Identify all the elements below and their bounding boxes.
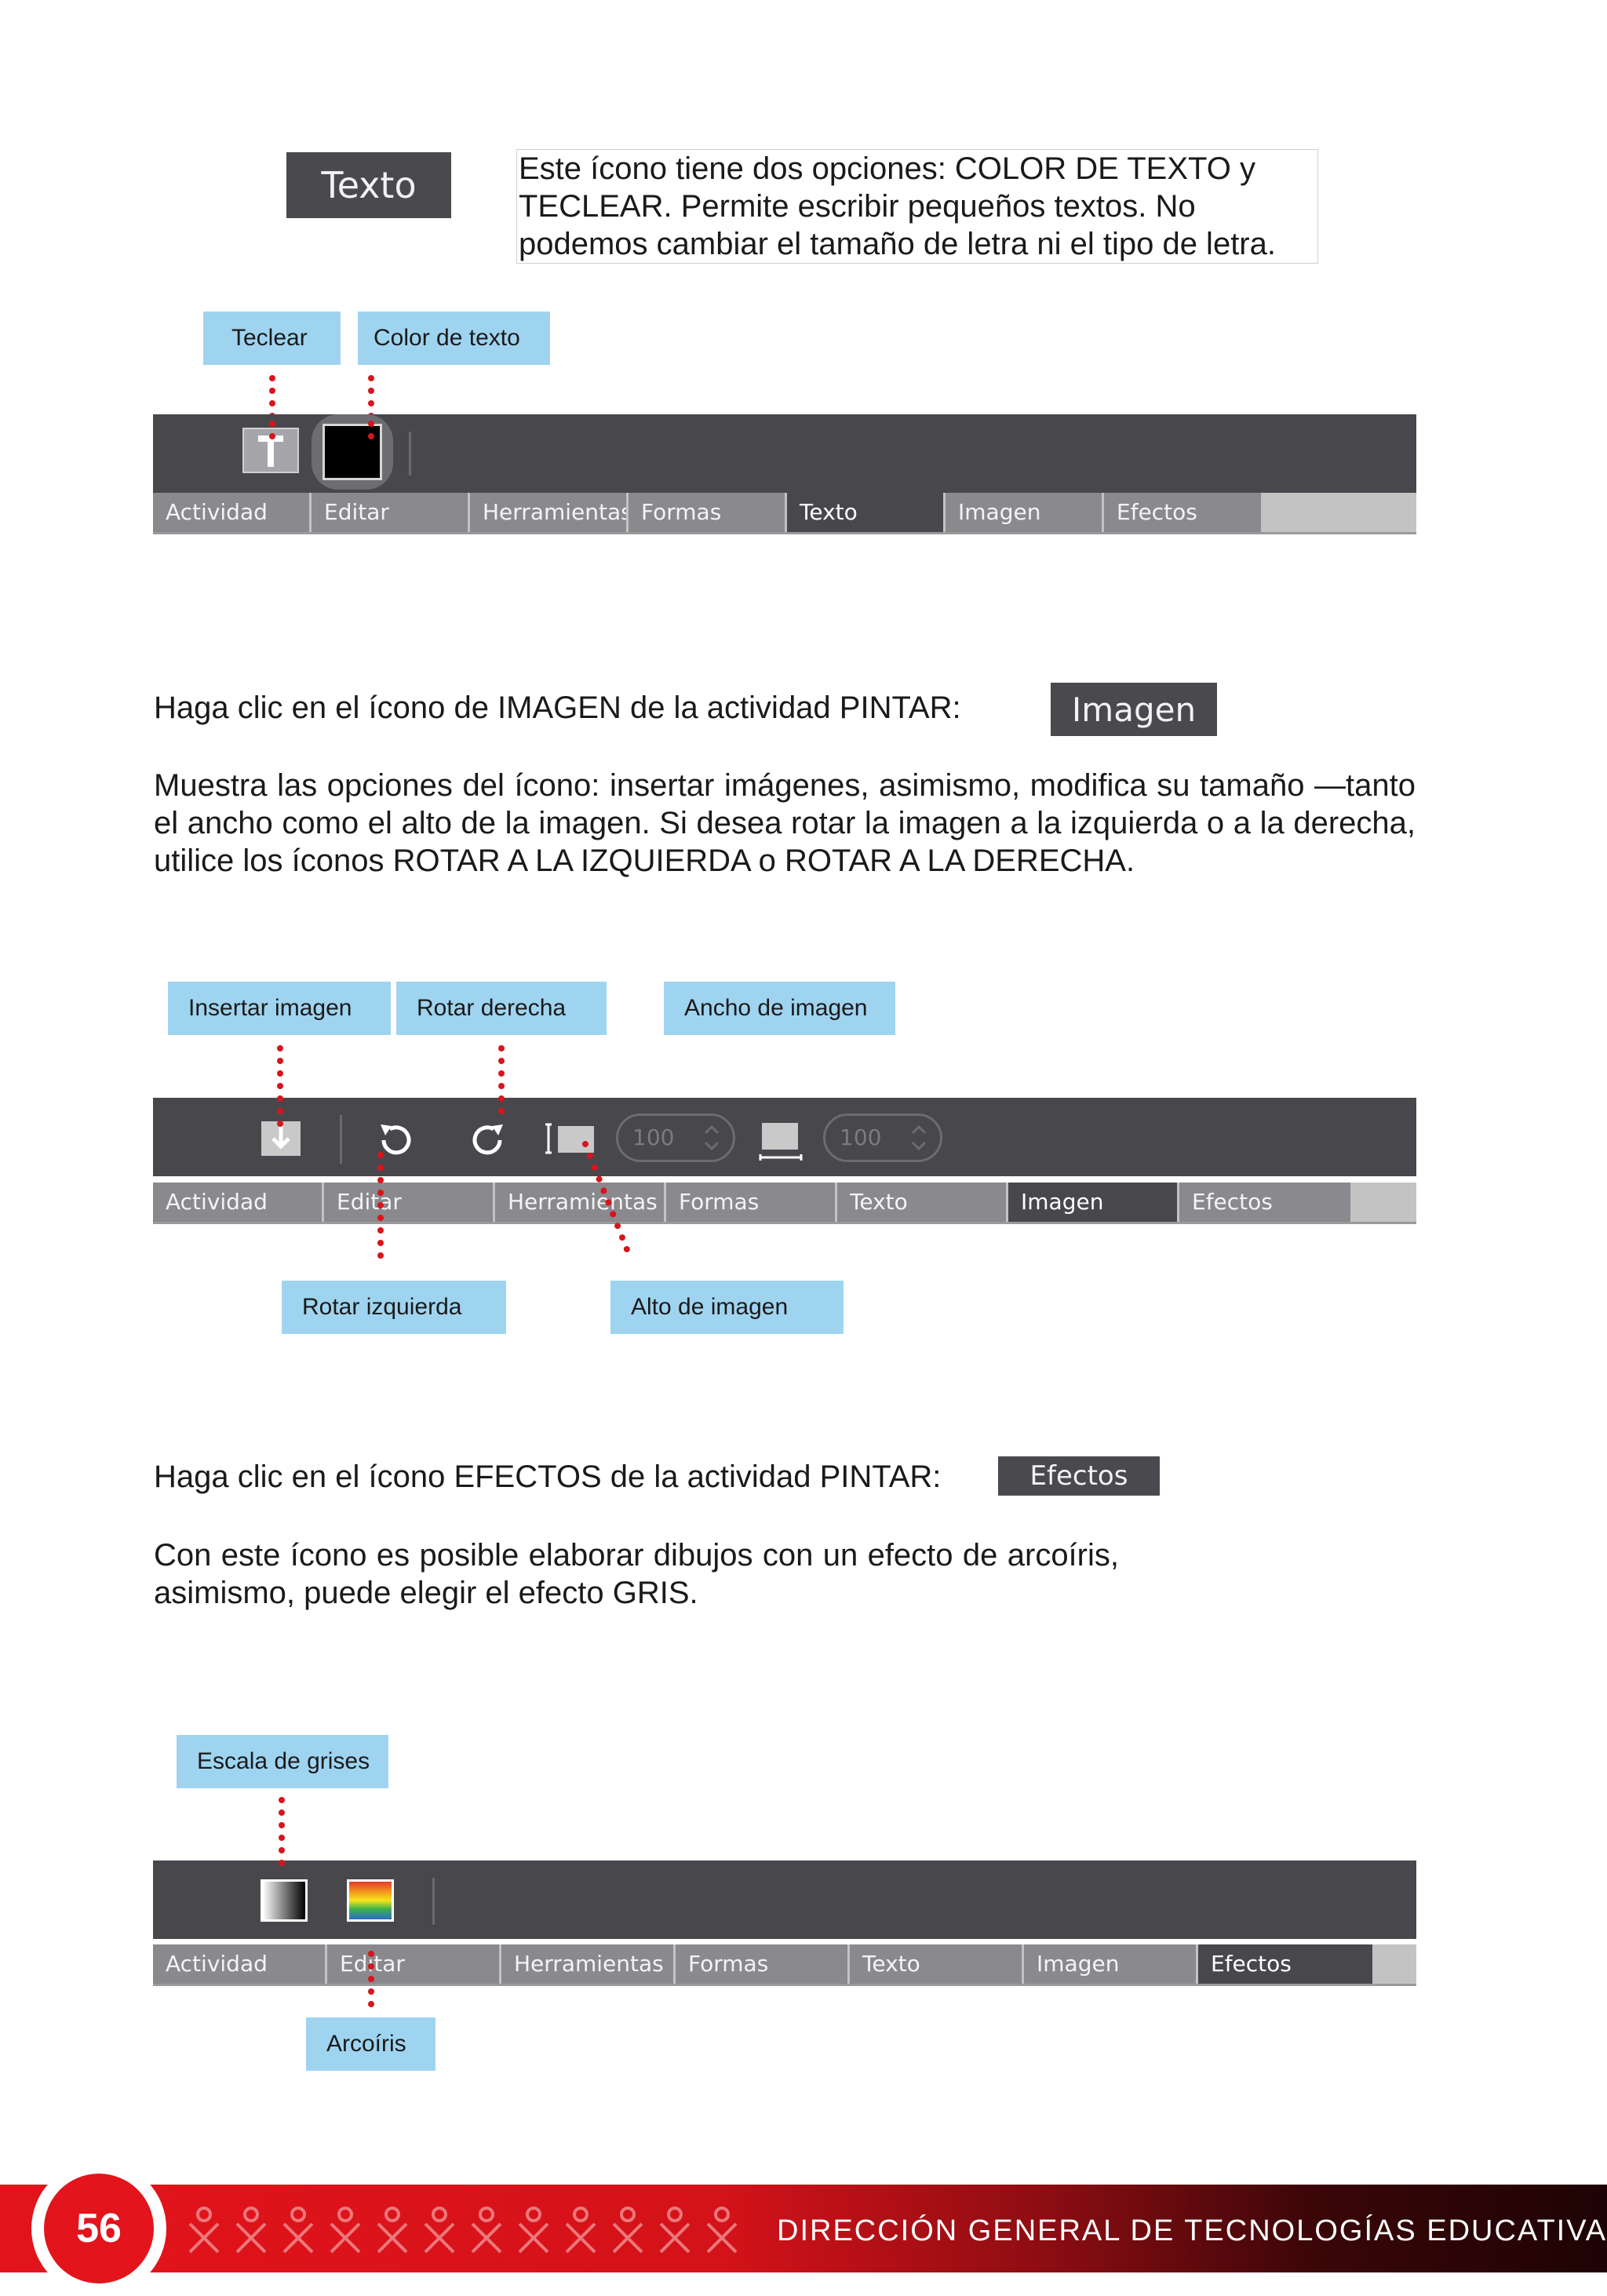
grayscale-icon[interactable] [261,1879,308,1922]
image-height-value: 100 [632,1124,675,1150]
width-spinner-icon[interactable] [909,1121,929,1155]
imagen-badge: Imagen [1051,683,1217,736]
page-number: 56 [44,2174,154,2283]
rotate-left-icon[interactable] [373,1118,420,1162]
tab-herramientas[interactable]: Herramientas [495,1183,666,1222]
tab-texto[interactable]: Texto [787,493,946,532]
texto-badge: Texto [286,152,451,218]
text-color-icon[interactable] [312,414,393,490]
callout-escala-grises: Escala de grises [177,1735,388,1788]
efectos-badge: Efectos [998,1456,1160,1496]
connector-lines-imagen [277,1045,632,1266]
tab-editar[interactable]: Editar [324,1183,495,1222]
tab-bar-imagen: Actividad Editar Herramientas Formas Tex… [153,1183,1416,1224]
rainbow-icon[interactable] [347,1879,394,1922]
tab-efectos[interactable]: Efectos [1104,493,1261,532]
toolbar-separator [432,1878,435,1925]
texto-description: Este ícono tiene dos opciones: COLOR DE … [516,149,1318,264]
image-width-value: 100 [840,1124,882,1150]
tab-bar-efectos: Actividad Editar Herramientas Formas Tex… [153,1944,1416,1986]
tab-imagen[interactable]: Imagen [1024,1944,1198,1984]
tab-editar[interactable]: Editar [312,493,470,532]
image-height-input[interactable]: 100 [616,1113,735,1162]
rotate-right-icon[interactable] [464,1118,511,1162]
callout-color-texto: Color de texto [358,312,550,365]
imagen-instruction: Haga clic en el ícono de IMAGEN de la ac… [154,691,961,725]
tab-actividad[interactable]: Actividad [153,493,312,532]
callout-teclear: Teclear [203,312,341,365]
tab-formas[interactable]: Formas [666,1183,837,1222]
connector-dots-over-icons [269,421,374,441]
insert-image-icon[interactable] [261,1121,301,1156]
callout-rotar-derecha: Rotar derecha [396,982,607,1035]
connector-lines-efectos [279,1797,374,2009]
people-pattern-icon [188,2207,738,2254]
tab-editar[interactable]: Editar [327,1944,501,1984]
tab-herramientas[interactable]: Herramientas [470,493,629,532]
tab-bar-texto: Actividad Editar Herramientas Formas Tex… [153,493,1416,534]
footer-band [0,2185,1607,2272]
connector-lines-texto [269,375,374,436]
tab-herramientas[interactable]: Herramientas [501,1944,676,1984]
footer-organization: DIRECCIÓN GENERAL DE TECNOLOGÍAS EDUCATI… [777,2214,1607,2247]
efectos-instruction: Haga clic en el ícono EFECTOS de la acti… [154,1460,942,1494]
tab-texto[interactable]: Texto [837,1183,1008,1222]
image-width-icon [759,1123,803,1161]
tab-efectos[interactable]: Efectos [1179,1183,1350,1222]
tab-formas[interactable]: Formas [676,1944,850,1984]
tab-formas[interactable]: Formas [629,493,787,532]
image-height-icon [545,1123,594,1154]
tab-imagen[interactable]: Imagen [1008,1183,1179,1222]
callout-alto-imagen: Alto de imagen [610,1281,844,1334]
imagen-description: Muestra las opciones del ícono: insertar… [154,768,1416,878]
tab-actividad[interactable]: Actividad [153,1944,327,1984]
tab-imagen[interactable]: Imagen [946,493,1104,532]
toolbar-separator [409,432,411,476]
toolbar-separator [340,1115,342,1164]
callout-rotar-izquierda: Rotar izquierda [282,1281,506,1334]
toolbar-imagen: 100 100 [153,1098,1416,1176]
page-number-badge: 56 [31,2161,166,2296]
toolbar-texto [153,414,1416,493]
toolbar-efectos [153,1860,1416,1939]
callout-arcoiris: Arcoíris [306,2017,435,2071]
tab-texto[interactable]: Texto [850,1944,1024,1984]
efectos-description: Con este ícono es posible elaborar dibuj… [154,1538,1119,1610]
callout-insertar-imagen: Insertar imagen [168,982,391,1035]
tab-efectos[interactable]: Efectos [1198,1944,1372,1984]
tab-actividad[interactable]: Actividad [153,1183,324,1222]
height-spinner-icon[interactable] [701,1121,722,1155]
callout-ancho-imagen: Ancho de imagen [664,982,895,1035]
image-width-input[interactable]: 100 [823,1113,942,1162]
